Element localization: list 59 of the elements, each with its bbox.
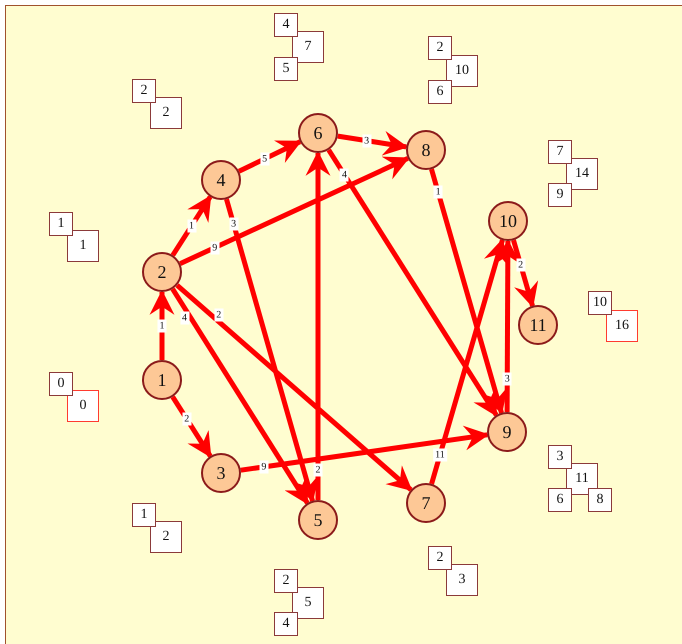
arrow <box>306 150 330 500</box>
vertex-number: 10 <box>499 212 517 230</box>
value-box: 10 <box>446 55 478 87</box>
value-box: 1 <box>67 230 99 262</box>
value-box: 2 <box>428 36 452 60</box>
arrow <box>238 139 302 174</box>
value-box: 5 <box>292 587 324 619</box>
value-box: 7 <box>292 31 324 63</box>
edge-label: 11 <box>433 448 447 462</box>
edge-label: 2 <box>314 463 322 476</box>
edge-label: 3 <box>502 372 512 386</box>
value-box: 7 <box>548 140 572 164</box>
value-box: 6 <box>548 488 572 512</box>
value-box: 9 <box>548 183 572 207</box>
vertex-number: 3 <box>216 464 226 482</box>
value-box: 4 <box>274 612 298 636</box>
vertex-number: 4 <box>216 171 226 189</box>
value-box: 1 <box>49 212 73 236</box>
value-box: 2 <box>150 521 182 553</box>
arrow <box>175 283 413 492</box>
value-box: 8 <box>588 488 612 512</box>
arrow <box>170 288 310 505</box>
value-box: 16 <box>606 310 638 342</box>
value-box: 14 <box>566 158 598 190</box>
value-box: 0 <box>49 372 73 396</box>
value-box: 2 <box>274 569 298 593</box>
arrow <box>170 195 212 257</box>
edge-label: 1 <box>158 320 166 332</box>
value-box: 3 <box>548 445 572 469</box>
edge-label: 4 <box>340 168 349 182</box>
vertex-number: 11 <box>529 316 547 334</box>
value-box: 4 <box>274 13 298 37</box>
vertex-number: 9 <box>502 423 512 441</box>
vertex-number: 2 <box>158 263 166 281</box>
arrow <box>179 156 410 266</box>
vertex-number: 8 <box>422 141 430 159</box>
value-box: 2 <box>428 546 452 570</box>
value-box: 2 <box>150 97 182 129</box>
value-box: 1 <box>132 503 156 527</box>
value-box: 10 <box>588 291 612 315</box>
value-box: 3 <box>446 564 478 596</box>
arrow <box>511 240 538 308</box>
arrow <box>170 396 212 458</box>
value-box: 0 <box>67 390 99 422</box>
arrow <box>326 148 498 417</box>
vertex-number: 5 <box>314 511 322 529</box>
edge-label: 1 <box>434 186 443 199</box>
arrow <box>429 238 508 484</box>
vertex-number: 1 <box>158 371 166 389</box>
vertex-number: 7 <box>422 494 430 512</box>
arrow <box>150 290 174 360</box>
value-box: 5 <box>274 57 298 81</box>
arrow <box>337 130 408 156</box>
arrow <box>429 168 508 415</box>
arrow <box>240 426 490 473</box>
arrow <box>224 198 318 503</box>
value-box: 2 <box>132 79 156 103</box>
value-box: 6 <box>428 80 452 104</box>
vertex-number: 6 <box>314 124 322 142</box>
